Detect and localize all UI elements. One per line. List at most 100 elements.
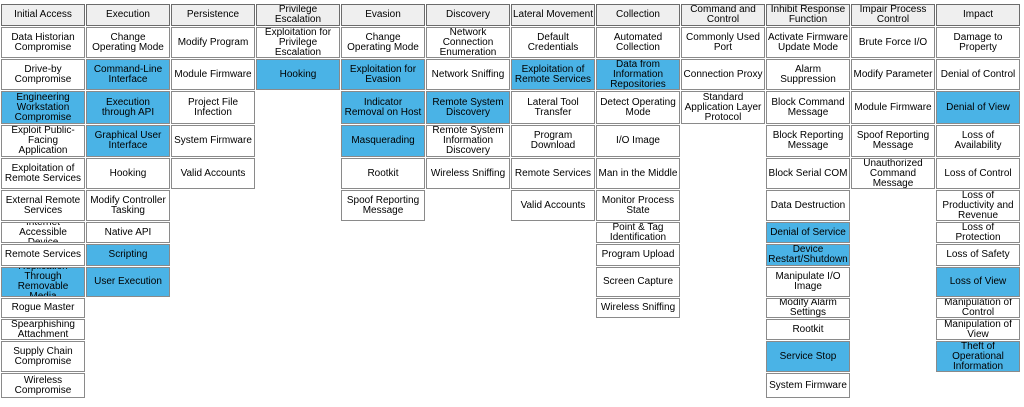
technique-cell[interactable]: Theft of Operational Information [936, 341, 1020, 372]
technique-cell[interactable]: Change Operating Mode [341, 27, 425, 58]
technique-cell[interactable]: Exploit Public-Facing Application [1, 125, 85, 157]
technique-cell[interactable]: Wireless Compromise [1, 373, 85, 398]
technique-cell[interactable]: Activate Firmware Update Mode [766, 27, 850, 58]
technique-cell[interactable]: Alarm Suppression [766, 59, 850, 90]
technique-cell[interactable]: Valid Accounts [171, 158, 255, 189]
technique-cell[interactable]: Service Stop [766, 341, 850, 372]
technique-cell[interactable]: Lateral Tool Transfer [511, 91, 595, 124]
technique-cell[interactable]: External Remote Services [1, 190, 85, 221]
technique-cell[interactable]: Brute Force I/O [851, 27, 935, 58]
technique-cell[interactable]: Exploitation for Privilege Escalation [256, 27, 340, 58]
technique-cell[interactable]: Commonly Used Port [681, 27, 765, 58]
technique-cell[interactable]: Scripting [86, 244, 170, 266]
technique-cell[interactable]: Program Download [511, 125, 595, 157]
technique-cell[interactable]: Loss of Safety [936, 244, 1020, 266]
technique-cell[interactable]: Spearphishing Attachment [1, 319, 85, 340]
technique-cell[interactable]: Valid Accounts [511, 190, 595, 221]
technique-cell[interactable]: Change Operating Mode [86, 27, 170, 58]
technique-cell[interactable]: Remote Services [1, 244, 85, 266]
technique-cell[interactable]: Screen Capture [596, 267, 680, 297]
column-header-lateral-movement: Lateral Movement [511, 4, 595, 26]
technique-cell[interactable]: Block Reporting Message [766, 125, 850, 157]
column-header-collection: Collection [596, 4, 680, 26]
technique-cell[interactable]: Replication Through Removable Media [1, 267, 85, 297]
technique-cell[interactable]: Modify Alarm Settings [766, 298, 850, 318]
technique-cell[interactable]: Network Connection Enumeration [426, 27, 510, 58]
technique-cell[interactable]: Hooking [86, 158, 170, 189]
technique-cell[interactable]: Rogue Master [1, 298, 85, 318]
technique-cell[interactable]: Data Destruction [766, 190, 850, 221]
technique-cell[interactable]: Man in the Middle [596, 158, 680, 189]
technique-cell[interactable]: Modify Program [171, 27, 255, 58]
technique-cell[interactable]: Remote Services [511, 158, 595, 189]
technique-cell[interactable]: Spoof Reporting Message [341, 190, 425, 221]
technique-cell[interactable]: Wireless Sniffing [426, 158, 510, 189]
column-header-privilege-escalation: Privilege Escalation [256, 4, 340, 26]
technique-cell[interactable]: Loss of View [936, 267, 1020, 297]
technique-cell[interactable]: Standard Application Layer Protocol [681, 91, 765, 124]
technique-cell[interactable]: Manipulation of View [936, 319, 1020, 340]
technique-cell[interactable]: Data Historian Compromise [1, 27, 85, 58]
technique-cell[interactable]: Hooking [256, 59, 340, 90]
technique-cell[interactable]: Loss of Availability [936, 125, 1020, 157]
technique-cell[interactable]: Indicator Removal on Host [341, 91, 425, 124]
technique-cell[interactable]: Exploitation of Remote Services [511, 59, 595, 90]
technique-cell[interactable]: Command-Line Interface [86, 59, 170, 90]
technique-cell[interactable]: Rootkit [766, 319, 850, 340]
technique-cell[interactable]: Automated Collection [596, 27, 680, 58]
technique-cell[interactable]: Connection Proxy [681, 59, 765, 90]
technique-cell[interactable]: Remote System Information Discovery [426, 125, 510, 157]
technique-cell[interactable]: User Execution [86, 267, 170, 297]
column-header-execution: Execution [86, 4, 170, 26]
technique-cell[interactable]: Rootkit [341, 158, 425, 189]
technique-cell[interactable]: Network Sniffing [426, 59, 510, 90]
technique-cell[interactable]: Internet Accessible Device [1, 222, 85, 243]
column-header-impact: Impact [936, 4, 1020, 26]
technique-cell[interactable]: Unauthorized Command Message [851, 158, 935, 189]
technique-cell[interactable]: Module Firmware [171, 59, 255, 90]
technique-cell[interactable]: Denial of Control [936, 59, 1020, 90]
technique-cell[interactable]: Monitor Process State [596, 190, 680, 221]
technique-cell[interactable]: Graphical User Interface [86, 125, 170, 157]
technique-cell[interactable]: Damage to Property [936, 27, 1020, 58]
technique-cell[interactable]: Drive-by Compromise [1, 59, 85, 90]
column-header-impair-process-control: Impair Process Control [851, 4, 935, 26]
technique-cell[interactable]: Default Credentials [511, 27, 595, 58]
technique-cell[interactable]: Device Restart/Shutdown [766, 244, 850, 266]
technique-cell[interactable]: Project File Infection [171, 91, 255, 124]
technique-cell[interactable]: Block Serial COM [766, 158, 850, 189]
technique-cell[interactable]: Detect Operating Mode [596, 91, 680, 124]
technique-cell[interactable]: Exploitation for Evasion [341, 59, 425, 90]
technique-cell[interactable]: Modify Controller Tasking [86, 190, 170, 221]
technique-cell[interactable]: Masquerading [341, 125, 425, 157]
technique-cell[interactable]: Execution through API [86, 91, 170, 124]
technique-cell[interactable]: Denial of Service [766, 222, 850, 243]
technique-cell[interactable]: Spoof Reporting Message [851, 125, 935, 157]
technique-cell[interactable]: Loss of Protection [936, 222, 1020, 243]
technique-cell[interactable]: Data from Information Repositories [596, 59, 680, 90]
technique-cell[interactable]: Loss of Control [936, 158, 1020, 189]
technique-cell[interactable]: System Firmware [171, 125, 255, 157]
technique-cell[interactable]: Native API [86, 222, 170, 243]
technique-cell[interactable]: Exploitation of Remote Services [1, 158, 85, 189]
column-header-inhibit-response-function: Inhibit Response Function [766, 4, 850, 26]
technique-cell[interactable]: Block Command Message [766, 91, 850, 124]
technique-cell[interactable]: Remote System Discovery [426, 91, 510, 124]
technique-cell[interactable]: Modify Parameter [851, 59, 935, 90]
technique-cell[interactable]: Supply Chain Compromise [1, 341, 85, 372]
technique-cell[interactable]: Program Upload [596, 244, 680, 266]
technique-cell[interactable]: System Firmware [766, 373, 850, 398]
technique-cell[interactable]: Manipulate I/O Image [766, 267, 850, 297]
technique-cell[interactable]: Module Firmware [851, 91, 935, 124]
technique-cell[interactable]: Loss of Productivity and Revenue [936, 190, 1020, 221]
technique-cell[interactable]: Point & Tag Identification [596, 222, 680, 243]
column-header-command-and-control: Command and Control [681, 4, 765, 26]
technique-cell[interactable]: Wireless Sniffing [596, 298, 680, 318]
column-header-persistence: Persistence [171, 4, 255, 26]
technique-cell[interactable]: I/O Image [596, 125, 680, 157]
column-header-evasion: Evasion [341, 4, 425, 26]
technique-cell[interactable]: Manipulation of Control [936, 298, 1020, 318]
technique-cell[interactable]: Denial of View [936, 91, 1020, 124]
technique-cell[interactable]: Engineering Workstation Compromise [1, 91, 85, 124]
